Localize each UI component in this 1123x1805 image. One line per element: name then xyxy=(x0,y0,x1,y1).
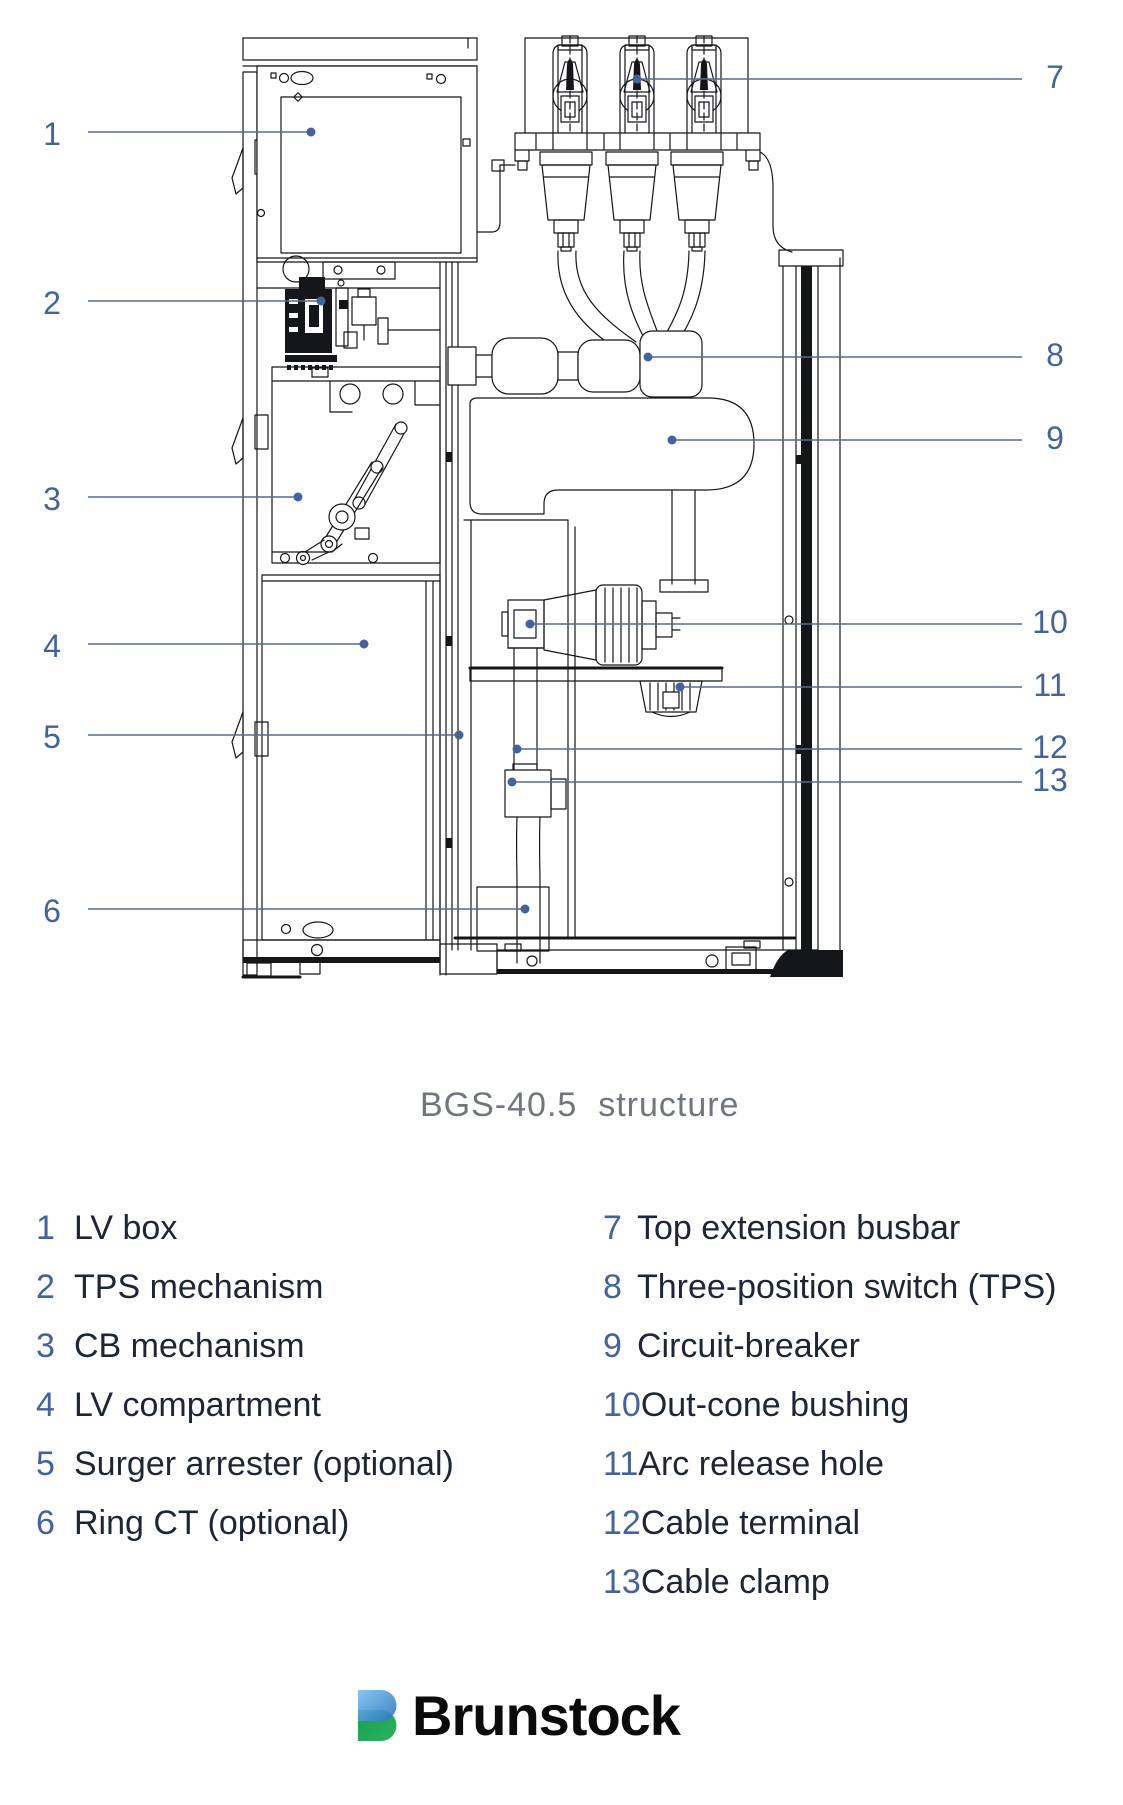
callout-11: 11 xyxy=(1033,667,1066,703)
callout-7: 7 xyxy=(1046,59,1064,95)
legend-label: Out-cone bushing xyxy=(640,1386,910,1424)
legend-label: Circuit-breaker xyxy=(637,1327,860,1365)
legend-num: 10 xyxy=(603,1386,641,1424)
lv-compartment xyxy=(262,575,440,940)
brunstock-logo-text: Brunstock xyxy=(412,1684,681,1747)
callout-6: 6 xyxy=(43,893,61,929)
legend-label: Surger arrester (optional) xyxy=(74,1445,454,1483)
legend-num: 7 xyxy=(603,1209,622,1247)
insulators xyxy=(540,152,723,251)
brunstock-logo: Brunstock xyxy=(358,1683,681,1748)
switchgear-diagram: 1 2 3 4 5 6 7 8 9 10 11 12 13 xyxy=(43,0,1068,1000)
legend-label: LV box xyxy=(74,1209,178,1247)
legend-num: 2 xyxy=(36,1268,55,1306)
base xyxy=(243,938,817,977)
callout-4: 4 xyxy=(43,628,61,664)
legend-num: 3 xyxy=(36,1327,55,1365)
legend-item-13: 13 Cable clamp xyxy=(603,1553,1056,1612)
brunstock-logo-icon xyxy=(358,1689,397,1741)
legend-item-2: 2 TPS mechanism xyxy=(36,1258,454,1317)
out-cone-bushing xyxy=(470,585,722,681)
callout-10: 10 xyxy=(1032,604,1068,640)
callout-2: 2 xyxy=(43,285,61,321)
callout-8: 8 xyxy=(1046,337,1064,373)
legend-label: Arc release hole xyxy=(638,1445,884,1483)
callout-5: 5 xyxy=(43,719,61,755)
legend-item-5: 5 Surger arrester (optional) xyxy=(36,1435,454,1494)
legend-num: 12 xyxy=(603,1504,641,1542)
circuit-breaker xyxy=(470,398,754,592)
legend-right-column: 7 Top extension busbar 8 Three-position … xyxy=(603,1199,1056,1612)
callout-12: 12 xyxy=(1032,729,1068,765)
cables xyxy=(558,251,705,352)
legend-item-8: 8 Three-position switch (TPS) xyxy=(603,1258,1056,1317)
legend-label: Ring CT (optional) xyxy=(74,1504,350,1542)
legend-label: LV compartment xyxy=(74,1386,321,1424)
three-position-switch xyxy=(448,331,702,397)
tps-mechanism xyxy=(285,277,440,377)
legend-item-6: 6 Ring CT (optional) xyxy=(36,1494,454,1553)
diagram-title: BGS-40.5 structure xyxy=(420,1086,740,1124)
legend-num: 4 xyxy=(36,1386,55,1424)
legend-label: Cable clamp xyxy=(640,1563,830,1601)
right-wall xyxy=(760,152,843,977)
legend-item-3: 3 CB mechanism xyxy=(36,1317,454,1376)
legend-item-10: 10 Out-cone bushing xyxy=(603,1376,1056,1435)
legend-item-7: 7 Top extension busbar xyxy=(603,1199,1056,1258)
legend-num: 13 xyxy=(603,1563,641,1601)
legend-num: 1 xyxy=(36,1209,55,1247)
legend-num: 6 xyxy=(36,1504,55,1542)
lv-box xyxy=(257,66,477,282)
legend-label: Cable terminal xyxy=(640,1504,861,1542)
bushing xyxy=(687,36,721,150)
bushing xyxy=(553,36,587,150)
callout-13: 13 xyxy=(1032,762,1068,798)
legend-label: Three-position switch (TPS) xyxy=(637,1268,1057,1306)
top-extension-busbar xyxy=(515,36,760,170)
callout-numbers: 1 2 3 4 5 6 7 8 9 10 11 12 13 xyxy=(43,59,1068,929)
legend-item-12: 12 Cable terminal xyxy=(603,1494,1056,1553)
callout-1: 1 xyxy=(43,116,61,152)
legend-label: TPS mechanism xyxy=(74,1268,324,1306)
callout-leader-lines xyxy=(88,74,1022,914)
legend-item-4: 4 LV compartment xyxy=(36,1376,454,1435)
arc-release-hole xyxy=(640,681,702,717)
legend-num: 8 xyxy=(603,1268,622,1306)
legend-item-11: 11 Arc release hole xyxy=(603,1435,1056,1494)
legend-num: 11 xyxy=(603,1445,639,1483)
legend-num: 9 xyxy=(603,1327,622,1365)
legend-label: CB mechanism xyxy=(74,1327,305,1365)
callout-9: 9 xyxy=(1046,420,1064,456)
cable-clamp xyxy=(505,764,566,887)
callout-3: 3 xyxy=(43,481,61,517)
legend-num: 5 xyxy=(36,1445,55,1483)
legend-label: Top extension busbar xyxy=(637,1209,961,1247)
cb-mechanism xyxy=(272,367,440,565)
legend-item-1: 1 LV box xyxy=(36,1199,454,1258)
legend-item-9: 9 Circuit-breaker xyxy=(603,1317,1056,1376)
legend-left-column: 1 LV box 2 TPS mechanism 3 CB mechanism … xyxy=(36,1199,454,1553)
